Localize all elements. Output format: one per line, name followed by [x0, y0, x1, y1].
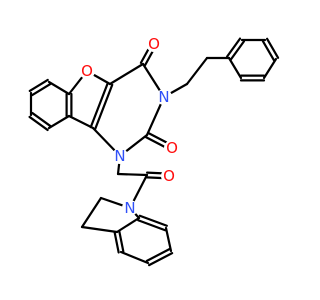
double-bond-C4a-C9b [94, 83, 114, 130]
atom-label-O-amide: O [163, 167, 175, 185]
double-bond-bz1-bz2 [28, 78, 49, 93]
atom-N3: N [156, 88, 172, 106]
double-bond-ph1-ph2 [225, 37, 242, 58]
bond-C9b-bz5 [67, 114, 95, 130]
bond-CH2a-CH2b [185, 56, 209, 86]
double-bond-i7-i8 [137, 219, 167, 232]
atom-label-N1: N [114, 147, 125, 165]
chemical-structure-diagram: O O N O N O N [28, 35, 280, 267]
bond-ph6-ph1 [227, 56, 243, 80]
double-bond-ph3-ph4 [265, 37, 280, 59]
bond-bz4-bz5 [47, 114, 71, 130]
atom-O-amide: O [161, 167, 177, 185]
double-bond-ph1-ph2 [229, 40, 246, 61]
atom-label-layer: O O N O N O N [79, 35, 180, 217]
atom-label-O-c4: O [148, 35, 160, 53]
double-bond-i5-i6 [145, 247, 171, 262]
atom-O-furan: O [79, 62, 95, 80]
bond-ph4-ph5 [262, 57, 278, 80]
double-bond-i7-i8 [138, 214, 168, 227]
atom-label-N3: N [158, 88, 169, 106]
atom-O-c2: O [164, 139, 180, 157]
atom-N1: N [112, 147, 128, 165]
atom-O-c4: O [146, 35, 162, 53]
double-bond-i5-i6 [148, 252, 174, 267]
bond-i1-i2 [80, 196, 103, 229]
bond-i6-i7 [164, 226, 173, 253]
bond-i3-i8 [115, 216, 141, 234]
atom-label-O-c2: O [166, 139, 178, 157]
double-bond-i3-i4 [113, 231, 120, 254]
double-bond-bz3-bz4 [28, 115, 49, 132]
double-bond-bz3-bz4 [31, 111, 52, 128]
atom-label-O-furan: O [81, 62, 93, 80]
bond-i4-i5 [119, 250, 150, 265]
double-bond-C4a-C9b [89, 82, 109, 129]
bond-layer [28, 37, 280, 267]
double-bond-i3-i4 [118, 230, 125, 253]
double-bond-bz1-bz2 [31, 82, 52, 97]
atom-label-N-indoline: N [124, 199, 135, 217]
atom-N-indoline: N [122, 199, 138, 217]
bond-C4a-C4 [108, 62, 145, 86]
bond-bz6-bz1 [47, 80, 71, 96]
bond-i2-i3 [80, 225, 119, 234]
double-bond-ph3-ph4 [261, 40, 276, 62]
bond-Cc-Cco [116, 172, 149, 177]
